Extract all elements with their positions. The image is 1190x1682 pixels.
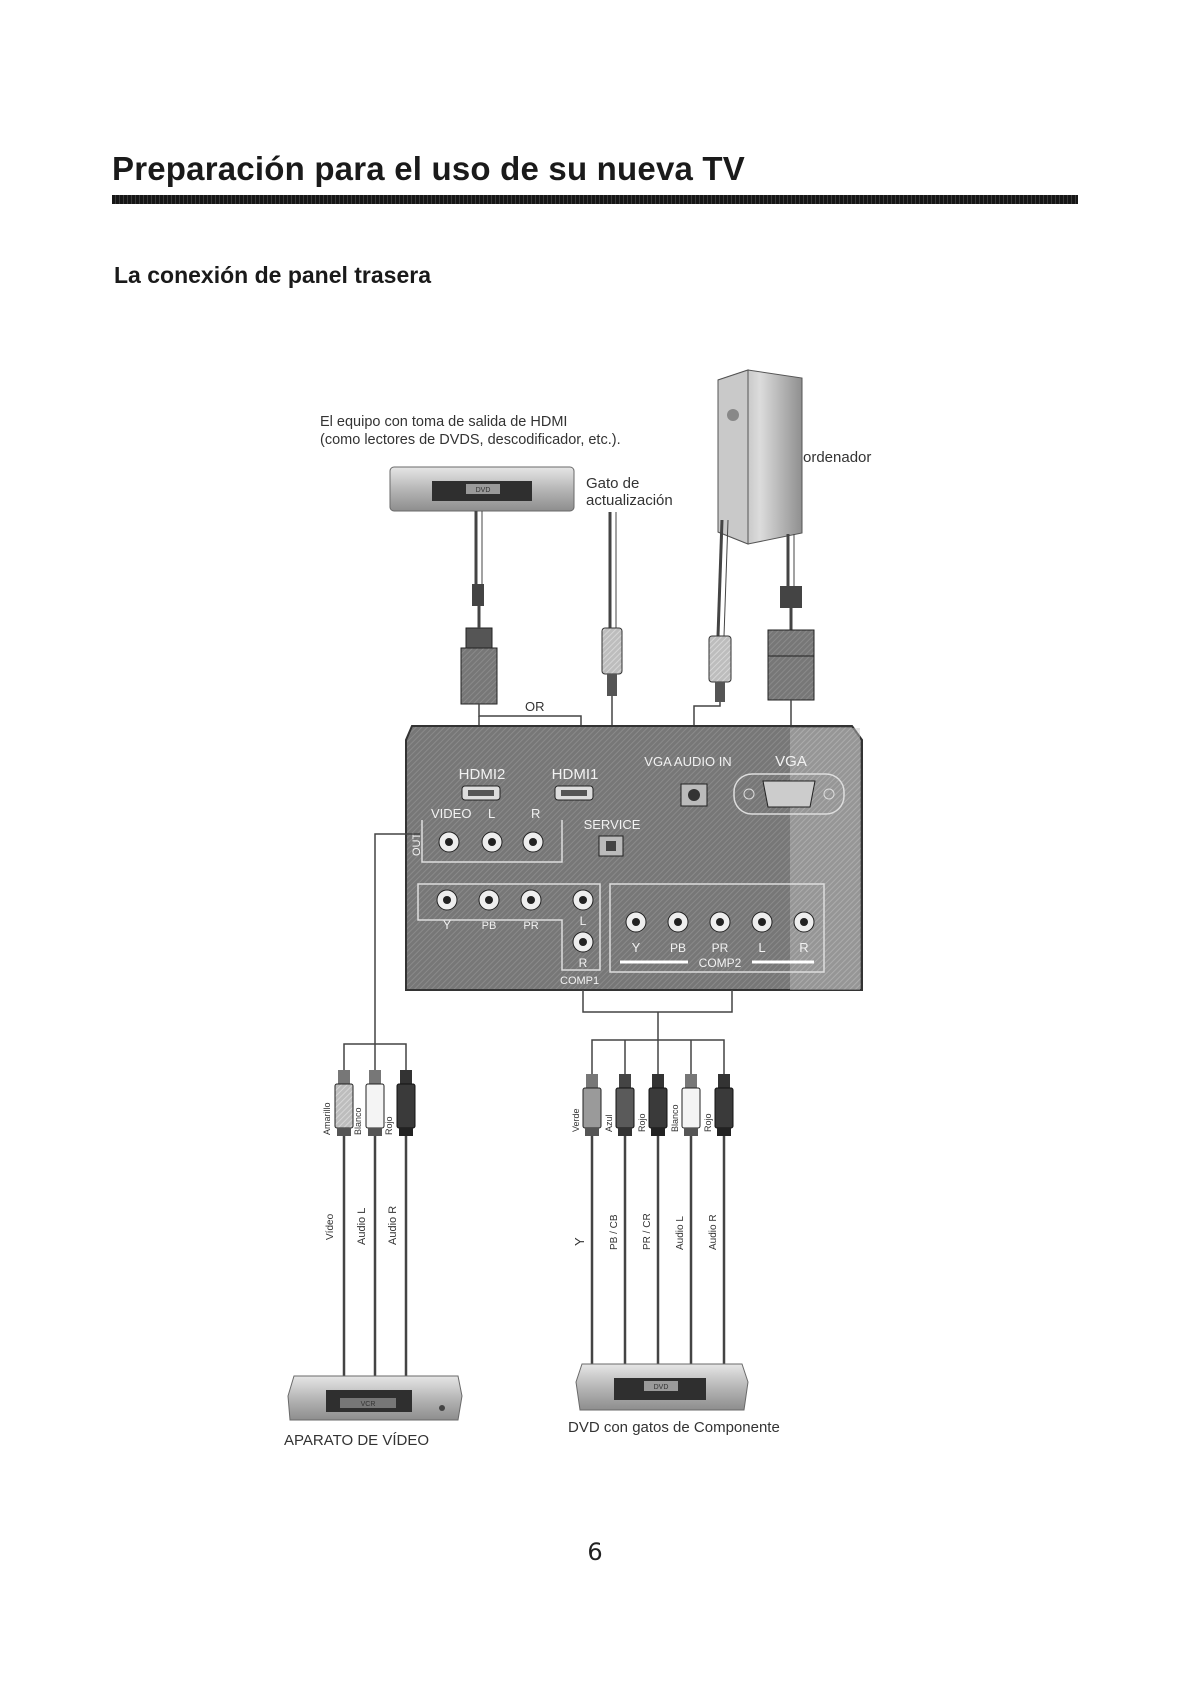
vcr-device: VCR: [287, 1375, 463, 1421]
vga-port: [733, 773, 845, 815]
page-number: 6: [587, 1538, 603, 1566]
comp1-pr-label: PR: [523, 920, 538, 932]
component-wiring: [582, 990, 733, 1074]
cable-color-rojo-pr: Rojo: [637, 1113, 647, 1132]
vcr-badge: VCR: [361, 1401, 376, 1408]
video-label: VIDEO: [431, 806, 471, 821]
cable-signal-audio-l-comp: Audio L: [675, 1216, 686, 1250]
comp2-group: [609, 883, 825, 973]
tv-back-panel: [405, 725, 863, 991]
cable-color-amarillo: Amarillo: [322, 1102, 332, 1135]
service-jack-label-line2: actualización: [586, 492, 673, 509]
comp2-pr-label: PR: [712, 941, 729, 955]
comp1-pb-label: PB: [482, 920, 497, 932]
hdmi-device-label-line2: (como lectores de DVDS, descodificador, …: [320, 432, 621, 448]
l-label: L: [488, 806, 495, 821]
hdmi-plug: [460, 584, 498, 705]
av-cables: [342, 1136, 408, 1390]
comp2-label: COMP2: [699, 956, 742, 970]
vga-cable: [767, 534, 815, 745]
comp1-label: COMP1: [560, 975, 599, 987]
cable-color-azul: Azul: [604, 1114, 614, 1132]
computer-label: ordenador: [803, 449, 871, 466]
hdmi-source-device: DVD: [389, 466, 575, 512]
dvd-badge: DVD: [476, 487, 491, 494]
cable-color-rojo: Rojo: [384, 1116, 394, 1135]
cable-color-rojo-r: Rojo: [703, 1113, 713, 1132]
or-label: OR: [525, 699, 545, 714]
vga-audio-jack: [680, 783, 708, 807]
page-title: Preparación para el uso de su nueva TV: [112, 150, 745, 187]
av-wiring: [343, 833, 420, 1070]
av-rca-plugs: [334, 1070, 416, 1136]
comp2-l-label: L: [758, 940, 765, 955]
comp1-group: [417, 883, 601, 971]
video-device-label: APARATO DE VÍDEO: [284, 1432, 429, 1449]
comp2-y-label: Y: [632, 940, 641, 955]
service-port: [598, 835, 624, 857]
comp2-r-label: R: [799, 940, 808, 955]
dvd-component-device: DVD: [575, 1363, 749, 1411]
hdmi2-port: [461, 785, 501, 801]
hdmi2-label: HDMI2: [459, 766, 506, 783]
cable-color-blanco: Blanco: [353, 1107, 363, 1135]
hdmi1-label: HDMI1: [552, 766, 599, 783]
vga-label: VGA: [775, 753, 807, 770]
cable-signal-y: Y: [572, 1237, 587, 1246]
comp1-y-label: Y: [443, 918, 451, 932]
cable-signal-pb: PB / CB: [609, 1214, 620, 1250]
service-label: SERVICE: [584, 817, 641, 832]
dvd-component-label: DVD con gatos de Componente: [568, 1419, 780, 1436]
cable-color-verde: Verde: [571, 1108, 581, 1132]
comp2-pb-label: PB: [670, 941, 686, 955]
comp1-l-label: L: [580, 914, 587, 928]
dvd-component-badge: DVD: [654, 1384, 669, 1391]
video-out-group: [421, 820, 563, 863]
service-jack-label-line1: Gato de: [586, 475, 639, 492]
cable-signal-audio-l: Audio L: [356, 1208, 368, 1245]
hdmi-cable: [474, 511, 483, 586]
r-label: R: [531, 806, 540, 821]
title-rule: [112, 195, 1078, 204]
comp1-r-label: R: [579, 956, 588, 970]
hdmi-device-label-line1: El equipo con toma de salida de HDMI: [320, 414, 567, 430]
component-rca-plugs: [582, 1074, 734, 1136]
cable-signal-audio-r: Audio R: [387, 1206, 399, 1245]
cable-color-blanco-l: Blanco: [670, 1104, 680, 1132]
section-title: La conexión de panel trasera: [114, 262, 432, 288]
cable-signal-pr: PR / CR: [642, 1213, 653, 1250]
hdmi1-port: [554, 785, 594, 801]
computer-tower: [717, 369, 803, 545]
out-label: OUT: [411, 833, 423, 857]
vga-audio-in-label: VGA AUDIO IN: [644, 754, 731, 769]
component-cables: [590, 1136, 726, 1376]
cable-signal-video: Vídeo: [325, 1213, 336, 1240]
cable-signal-audio-r-comp: Audio R: [708, 1214, 719, 1250]
